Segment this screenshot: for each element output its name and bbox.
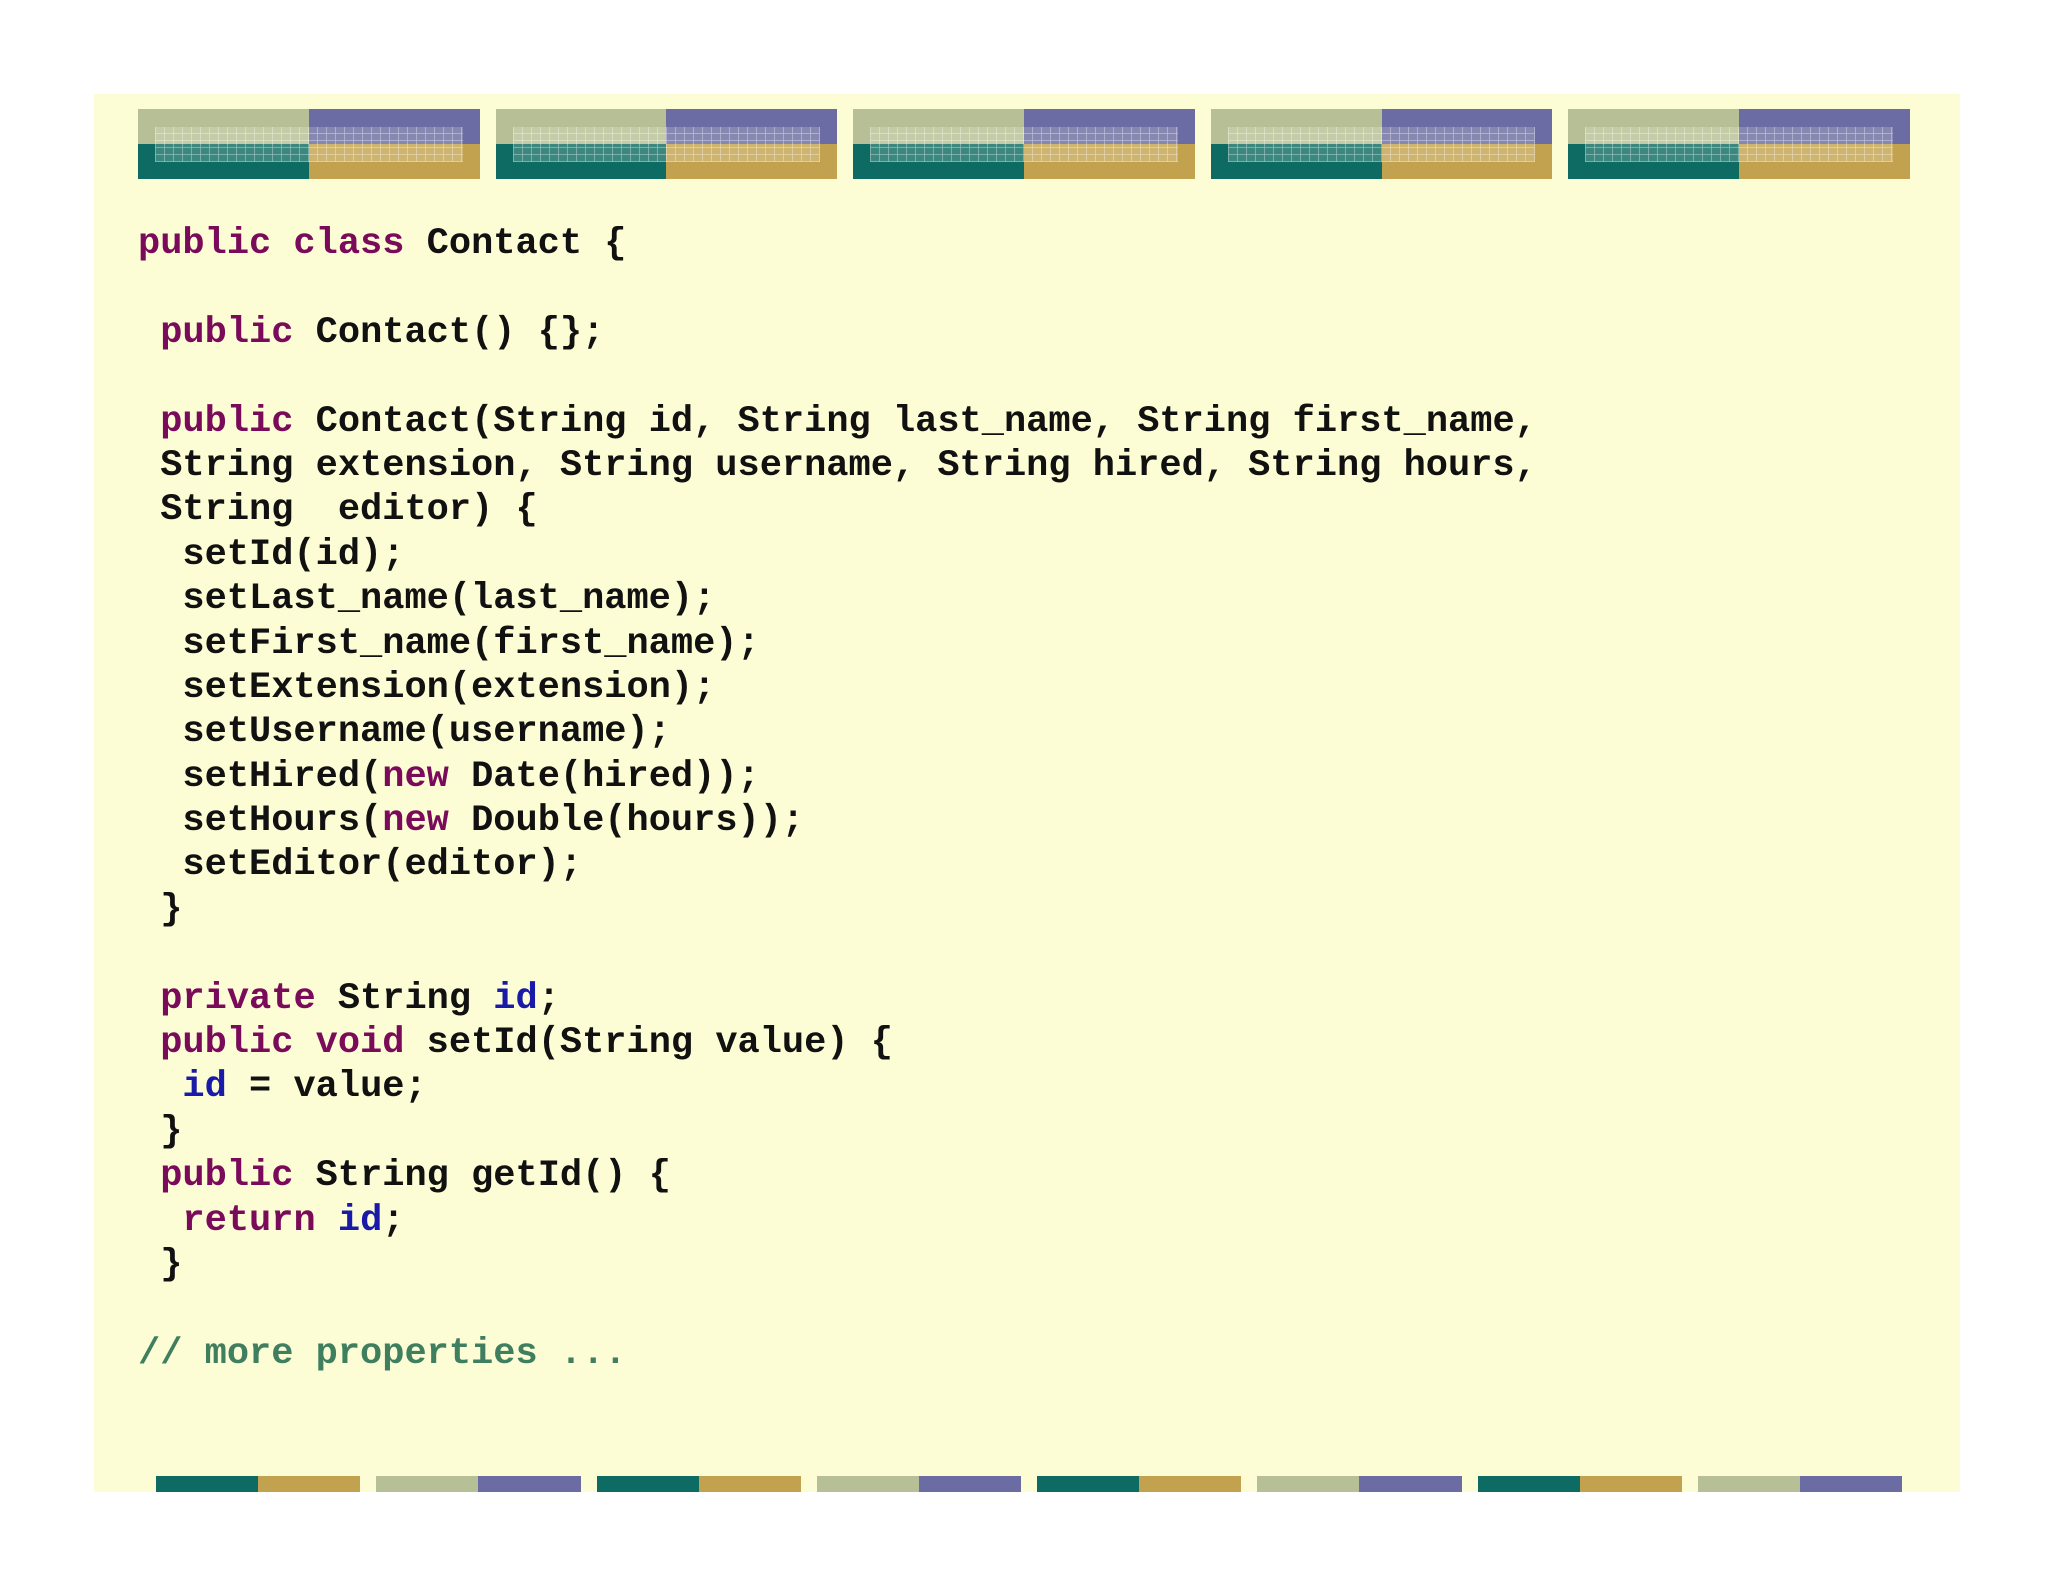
code-text: setUsername(username);: [138, 711, 671, 754]
code-line: setLast_name(last_name);: [138, 577, 1537, 621]
code-line: setUsername(username);: [138, 710, 1537, 754]
decorative-tile: [495, 109, 838, 179]
decorative-tile: [853, 109, 1195, 179]
code-text: Double(hours));: [448, 800, 805, 843]
code-line: String editor) {: [138, 488, 1537, 532]
code-text: setHired(: [138, 755, 383, 798]
code-line: public String getId() {: [138, 1154, 1537, 1198]
code-text: = value;: [226, 1066, 427, 1109]
code-line: private String id;: [138, 977, 1537, 1021]
code-line: String extension, String username, Strin…: [138, 444, 1537, 488]
code-line: }: [138, 888, 1537, 932]
code-text: setHours(: [138, 800, 383, 843]
code-text: setEditor(editor);: [138, 844, 583, 887]
bottom-decorative-band: [156, 1476, 1902, 1492]
code-line: setEditor(editor);: [138, 843, 1537, 887]
code-text: [138, 1066, 182, 1108]
code-keyword: private: [160, 977, 316, 1020]
code-line: [138, 1287, 1537, 1331]
slide: public class Contact { public Contact() …: [94, 94, 1960, 1492]
code-line: public Contact() {};: [138, 311, 1537, 355]
code-keyword: new: [382, 800, 449, 843]
code-line: }: [138, 1110, 1537, 1154]
code-text: Contact() {};: [293, 311, 605, 354]
decorative-segment: [1037, 1476, 1242, 1492]
decorative-segment: [816, 1476, 1021, 1492]
decorative-segment: [1257, 1476, 1462, 1492]
code-line: return id;: [138, 1199, 1537, 1243]
code-line: }: [138, 1243, 1537, 1287]
decorative-tile: [138, 109, 480, 179]
code-text: }: [138, 1110, 183, 1153]
code-text: String editor) {: [138, 489, 538, 532]
code-text: [138, 978, 160, 1020]
code-text: String extension, String username, Strin…: [138, 444, 1537, 487]
code-text: ;: [537, 977, 560, 1020]
code-text: [138, 1155, 160, 1197]
code-keyword: public: [160, 400, 294, 443]
code-line: id = value;: [138, 1065, 1537, 1109]
code-keyword: return: [182, 1199, 316, 1242]
code-text: String getId() {: [293, 1155, 671, 1198]
code-line: [138, 932, 1537, 976]
code-comment: // more properties ...: [138, 1332, 627, 1375]
code-line: [138, 266, 1537, 310]
code-text: }: [138, 888, 183, 931]
decorative-segment: [376, 1476, 581, 1492]
code-keyword: public: [160, 1155, 294, 1198]
code-line: setId(id);: [138, 533, 1537, 577]
code-text: setLast_name(last_name);: [138, 578, 716, 621]
decorative-segment: [1477, 1476, 1682, 1492]
code-keyword: public class: [138, 223, 405, 265]
code-text: setExtension(extension);: [138, 666, 716, 709]
code-line: // more properties ...: [138, 1332, 1537, 1376]
decorative-segment: [1697, 1476, 1902, 1492]
decorative-tile: [1210, 109, 1553, 179]
top-decorative-band: [138, 109, 1910, 179]
code-text: Contact {: [404, 223, 627, 265]
code-text: [316, 1200, 338, 1242]
code-text: String: [315, 977, 494, 1020]
code-line: public class Contact {: [138, 222, 1537, 266]
code-line: [138, 355, 1537, 399]
decorative-segment: [156, 1476, 361, 1492]
code-keyword: public void: [160, 1022, 405, 1065]
code-line: public void setId(String value) {: [138, 1021, 1537, 1065]
code-line: setHired(new Date(hired));: [138, 755, 1537, 799]
code-line: setExtension(extension);: [138, 666, 1537, 710]
code-text: setFirst_name(first_name);: [138, 622, 760, 665]
code-text: setId(id);: [138, 533, 405, 576]
code-text: ;: [382, 1199, 405, 1242]
code-text: [138, 1022, 160, 1064]
code-field: id: [337, 1199, 383, 1242]
code-line: public Contact(String id, String last_na…: [138, 400, 1537, 444]
code-text: Contact(String id, String last_name, Str…: [293, 400, 1537, 443]
code-text: [138, 1200, 182, 1242]
decorative-segment: [596, 1476, 801, 1492]
code-line: setFirst_name(first_name);: [138, 622, 1537, 666]
code-keyword: new: [382, 755, 449, 798]
code-text: setId(String value) {: [404, 1022, 893, 1065]
decorative-tile: [1568, 109, 1910, 179]
code-line: setHours(new Double(hours));: [138, 799, 1537, 843]
code-block: public class Contact { public Contact() …: [138, 222, 1537, 1376]
code-text: Date(hired));: [448, 755, 760, 798]
code-text: [138, 312, 160, 354]
code-keyword: public: [160, 311, 294, 354]
code-text: }: [138, 1243, 183, 1286]
code-field: id: [493, 977, 538, 1020]
code-field: id: [182, 1066, 227, 1109]
code-text: [138, 401, 160, 443]
